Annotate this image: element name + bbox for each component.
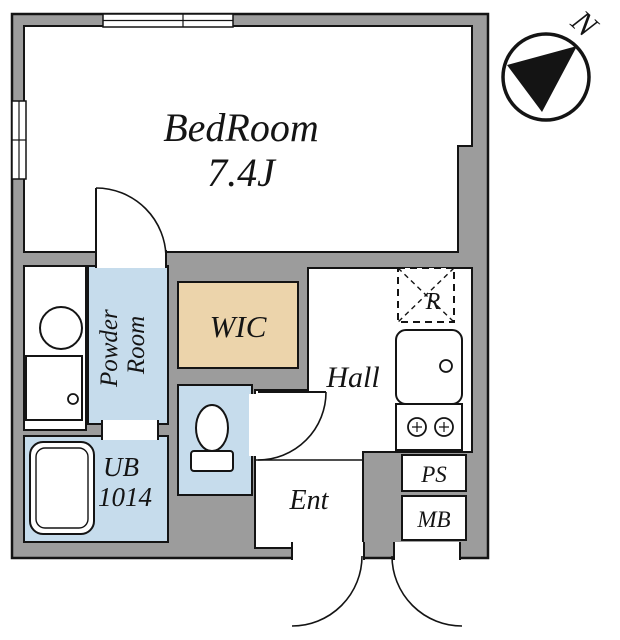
unit-bath-label-line1: UB bbox=[103, 452, 139, 482]
door-toilet bbox=[257, 391, 327, 461]
ps-box bbox=[401, 454, 467, 492]
room-powder bbox=[87, 265, 169, 425]
unit-bath-label: UB 1014 bbox=[98, 452, 152, 512]
bathtub-icon bbox=[29, 441, 95, 535]
window-left bbox=[11, 100, 27, 180]
room-wic bbox=[177, 281, 299, 369]
mb-box bbox=[401, 495, 467, 541]
powder-room-label-line2: Room bbox=[123, 316, 150, 375]
powder-room-label: Powder Room bbox=[96, 303, 150, 388]
unit-bath-label-line2: 1014 bbox=[98, 482, 152, 512]
toilet-icon bbox=[190, 404, 234, 472]
door-entrance bbox=[291, 555, 363, 627]
powder-room-label-line1: Powder bbox=[96, 309, 123, 388]
ps-label: PS bbox=[420, 462, 447, 487]
room-bedroom bbox=[23, 25, 473, 253]
compass: N bbox=[501, 2, 606, 122]
mb-label: MB bbox=[416, 507, 450, 532]
bedroom-size-label: 7.4J bbox=[207, 150, 277, 195]
refrigerator-diagonals bbox=[397, 267, 455, 323]
compass-needle-icon bbox=[507, 46, 577, 112]
window-top bbox=[102, 13, 234, 28]
compass-north-label: N bbox=[564, 2, 606, 45]
faucet-icon bbox=[439, 359, 453, 373]
wic-label: WIC bbox=[210, 309, 267, 344]
door-bedroom bbox=[95, 187, 167, 259]
entrance-label: Ent bbox=[289, 485, 330, 516]
door-opening-bedroom bbox=[95, 250, 167, 268]
door-opening-bath bbox=[101, 420, 159, 440]
kitchen-stove bbox=[395, 403, 463, 451]
door-opening-entrance bbox=[291, 542, 365, 560]
hall-label: Hall bbox=[325, 361, 379, 394]
refrigerator-label: R bbox=[425, 289, 441, 315]
door-opening-toilet bbox=[249, 394, 258, 456]
refrigerator-space bbox=[397, 267, 455, 323]
bedroom-label: BedRoom bbox=[163, 105, 319, 150]
door-mb bbox=[391, 555, 463, 627]
washer-pan-icon bbox=[25, 355, 83, 421]
basin-icon bbox=[39, 306, 83, 350]
kitchen-sink bbox=[395, 329, 463, 405]
door-opening-mb bbox=[393, 542, 461, 560]
